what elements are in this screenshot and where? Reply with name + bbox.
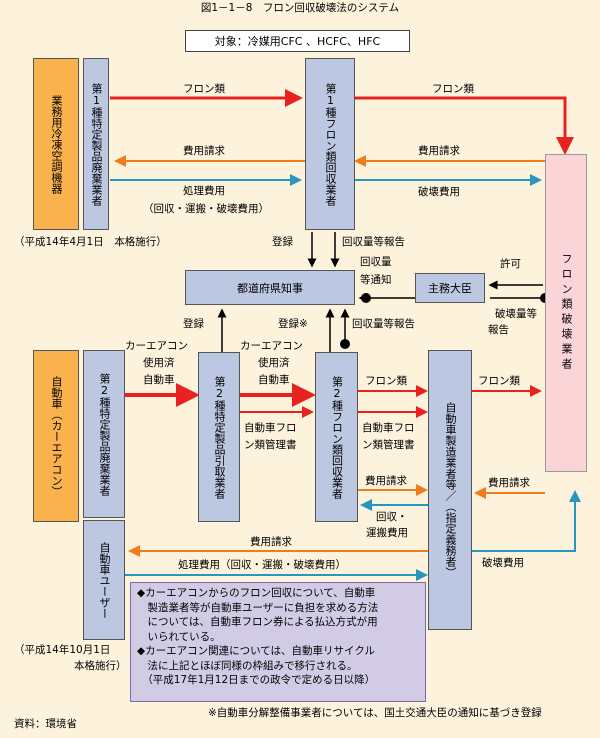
label-freon-3: フロン類 xyxy=(365,375,407,387)
footnote: ※自動車分解整備事業者については、国土交通大臣の通知に基づき登録 xyxy=(208,707,542,719)
label-hakai-hiyo-1: 破壊費用 xyxy=(418,186,460,198)
note-line: 法に上記とほぼ同様の枠組みで移行される。 xyxy=(137,659,358,672)
label-kaishu-hokoku-1: 回収量等報告 xyxy=(342,236,405,248)
page-title: 図1－1－8 フロン回収破壊法のシステム xyxy=(200,2,400,14)
label-shiko-2b: 本格施行） xyxy=(74,660,127,672)
label-freon-2: フロン類 xyxy=(432,83,474,95)
label-hiyo-2: 費用請求 xyxy=(418,145,460,157)
label-kanrisho-2a: 自動車フロ xyxy=(362,422,415,434)
label-freon-4: フロン類 xyxy=(478,375,520,387)
label-freon-1: フロン類 xyxy=(183,83,225,95)
note-line: ◆カーエアコンからのフロン回収について、自動車 xyxy=(137,587,376,599)
note-box: ◆カーエアコンからのフロン回収について、自動車 製造業者等が自動車ユーザーに負担… xyxy=(130,582,426,702)
box-jidosha: 自動車（カーエアコン） xyxy=(33,350,79,522)
source: 資料：環境省 xyxy=(14,718,77,730)
label-kaishu-hokoku-2: 回収量等報告 xyxy=(352,318,415,330)
label-toroku-1: 登録 xyxy=(272,236,293,248)
label-shiko-2a: （平成14年10月1日 xyxy=(14,644,111,656)
label-hiyo-3: 費用請求 xyxy=(365,475,407,487)
box-daijin: 主務大臣 xyxy=(415,273,485,303)
label-car-aircon-1: カーエアコン xyxy=(125,340,188,352)
box-seizo: 自動車製造業者等／（指定義務者） xyxy=(428,350,472,630)
label-kyoka: 許可 xyxy=(500,258,521,270)
label-shiyozumi-1b: 自動車 xyxy=(143,374,175,386)
note-line: （平成17年1月12日までの政令で定める日以降） xyxy=(137,674,376,686)
box-jidosha-user: 自動車ユーザー xyxy=(83,520,125,640)
label-shiko-1: （平成14年4月1日 本格施行） xyxy=(14,236,167,248)
note-line: ◆カーエアコン関連については、自動車リサイクル xyxy=(137,645,376,657)
label-unpan-b: 運搬費用 xyxy=(366,527,408,539)
label-hiyo-1: 費用請求 xyxy=(183,145,225,157)
label-unpan-a: 回収・ xyxy=(376,511,408,523)
box-chiji: 都道府県知事 xyxy=(185,270,355,305)
label-toroku-3: 登録※ xyxy=(278,318,308,330)
box-dai1-haiki: 第1種特定製品廃棄業者 xyxy=(83,58,109,230)
label-kaishu-tsuchi-b: 等通知 xyxy=(360,274,392,286)
label-kanrisho-2b: ン類管理書 xyxy=(362,439,415,451)
label-kanrisho-1b: ン類管理書 xyxy=(244,439,297,451)
label-shori-2: 処理費用（回収・運搬・破壊費用） xyxy=(178,559,346,571)
label-shiyozumi-1a: 使用済 xyxy=(143,357,175,369)
label-kanrisho-1a: 自動車フロ xyxy=(244,422,297,434)
label-shori-1b: （回収・運搬・破壊費用） xyxy=(143,203,269,215)
box-dai2-haiki: 第2種特定製品廃棄業者 xyxy=(83,350,125,518)
box-dai1-kaishu: 第1種フロン類回収業者 xyxy=(305,58,355,230)
box-dai2-hikitori: 第2種特定製品引取業者 xyxy=(198,352,240,522)
label-hiyo-4: 費用請求 xyxy=(488,477,530,489)
label-shiyozumi-2a: 使用済 xyxy=(258,357,290,369)
box-dai2-kaishu: 第2種フロン類回収業者 xyxy=(315,352,358,522)
freon-arrow-top-2 xyxy=(355,96,574,155)
box-gyomu: 業務用冷凍空調機器 xyxy=(33,58,79,230)
label-shiyozumi-2b: 自動車 xyxy=(258,374,290,386)
label-hakai-hiyo-2: 破壊費用 xyxy=(482,557,524,569)
label-hakai-hokoku-b: 報告 xyxy=(488,324,509,336)
label-toroku-2: 登録 xyxy=(183,318,204,330)
target-box: 対象：冷媒用CFC 、HCFC、HFC xyxy=(185,30,410,52)
label-hakai-hokoku-a: 破壊量等 xyxy=(495,308,537,320)
box-hakai: フロン類破壊業者 xyxy=(545,154,587,472)
label-hiyo-5: 費用請求 xyxy=(250,536,292,548)
note-line: 製造業者等が自動車ユーザーに負担を求める方法 xyxy=(137,601,379,614)
note-line: については、自動車フロン券による払込方式が用 xyxy=(137,616,378,628)
label-kaishu-tsuchi-a: 回収量 xyxy=(360,256,392,268)
label-car-aircon-2: カーエアコン xyxy=(240,340,303,352)
note-line: いられている。 xyxy=(137,630,221,643)
label-shori-1: 処理費用 xyxy=(183,185,225,197)
